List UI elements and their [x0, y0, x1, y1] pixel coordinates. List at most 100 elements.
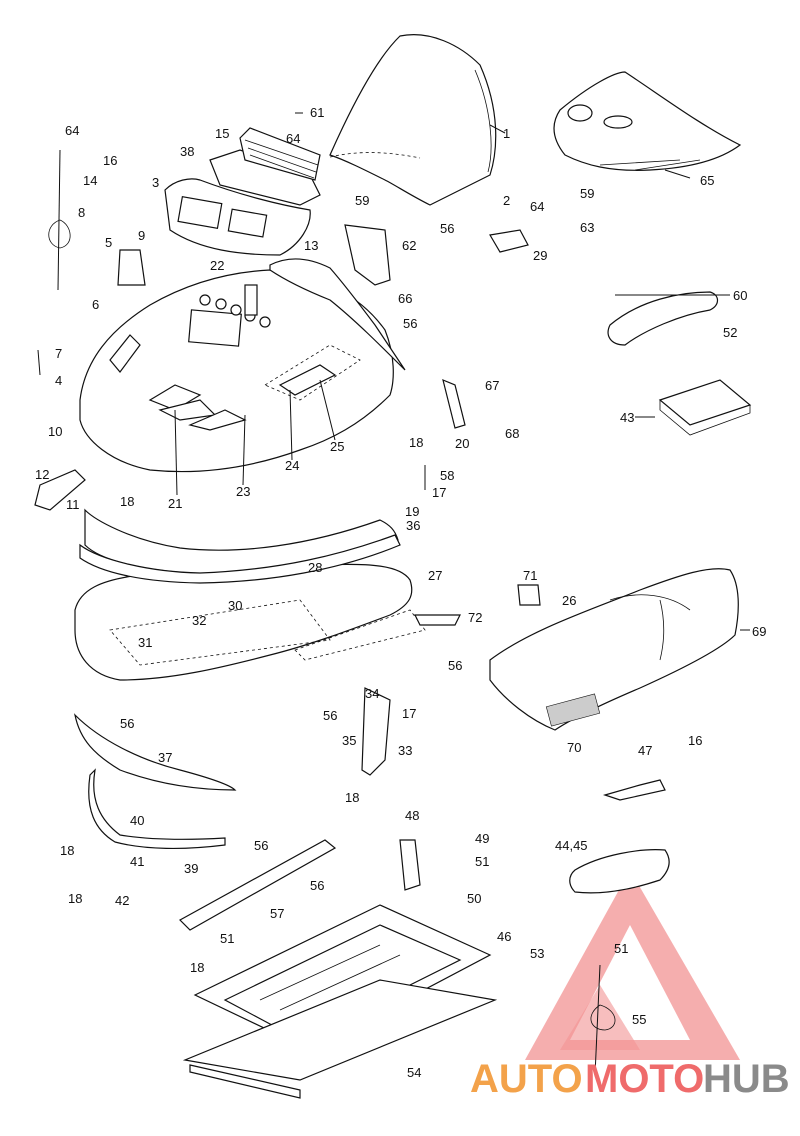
- part-label-71: 71: [523, 568, 537, 583]
- part-label-64b: 64: [530, 199, 544, 214]
- part-label-63: 63: [580, 220, 594, 235]
- part-label-7: 7: [55, 346, 62, 361]
- part-label-20: 20: [455, 436, 469, 451]
- seat-part: [489, 568, 739, 731]
- part-label-60: 60: [733, 288, 747, 303]
- part-label-10: 10: [48, 424, 62, 439]
- part-label-31: 31: [138, 635, 152, 650]
- part-label-9: 9: [138, 228, 145, 243]
- watermark-word-hub: HUB: [703, 1057, 790, 1101]
- part-label-19: 19: [405, 504, 419, 519]
- belly-pan-part: [74, 508, 426, 681]
- part-label-11: 11: [66, 497, 80, 512]
- part-label-51: 51: [475, 854, 489, 869]
- part-label-59: 59: [355, 193, 369, 208]
- part-label-69: 69: [752, 624, 766, 639]
- part-label-49: 49: [475, 831, 489, 846]
- part-label-51b: 51: [220, 931, 234, 946]
- part-label-18d: 18: [60, 843, 74, 858]
- part-label-18b: 18: [120, 494, 134, 509]
- part-label-65: 65: [700, 173, 714, 188]
- part-label-40: 40: [130, 813, 144, 828]
- part-label-22: 22: [210, 258, 224, 273]
- part-label-5: 5: [105, 235, 112, 250]
- part-label-52: 52: [723, 325, 737, 340]
- part-label-64c: 64: [65, 123, 79, 138]
- part-label-4: 4: [55, 373, 62, 388]
- console-part: [164, 127, 321, 256]
- part-label-36: 36: [406, 518, 420, 533]
- part-label-1: 1: [503, 126, 510, 141]
- part-label-35: 35: [342, 733, 356, 748]
- part-label-3: 3: [152, 175, 159, 190]
- part-label-67: 67: [485, 378, 499, 393]
- watermark-text: AUTO MOTO HUB: [470, 1057, 790, 1101]
- part-label-18: 18: [409, 435, 423, 450]
- part-label-29: 29: [533, 248, 547, 263]
- part-label-70: 70: [567, 740, 581, 755]
- part-label-42: 42: [115, 893, 129, 908]
- part-label-33: 33: [398, 743, 412, 758]
- part-label-17b: 17: [402, 706, 416, 721]
- part-label-56b: 56: [403, 316, 417, 331]
- part-label-47: 47: [638, 743, 652, 758]
- part-label-28: 28: [308, 560, 322, 575]
- storage-tray-part: [182, 904, 498, 1099]
- part-label-12: 12: [35, 467, 49, 482]
- part-label-56: 56: [440, 221, 454, 236]
- leader-lines: [295, 112, 750, 631]
- part-label-56g: 56: [310, 878, 324, 893]
- watermark-word-moto: MOTO: [585, 1057, 704, 1101]
- part-label-23: 23: [236, 484, 250, 499]
- part-label-58: 58: [440, 468, 454, 483]
- part-label-24: 24: [285, 458, 299, 473]
- part-label-25: 25: [330, 439, 344, 454]
- part-label-27: 27: [428, 568, 442, 583]
- part-label-56e: 56: [120, 716, 134, 731]
- part-label-46: 46: [497, 929, 511, 944]
- part-label-54: 54: [407, 1065, 421, 1080]
- part-label-64: 64: [286, 131, 300, 146]
- rear-tray-part: [553, 71, 742, 171]
- part-label-59b: 59: [580, 186, 594, 201]
- watermark-word-auto: AUTO: [470, 1057, 583, 1101]
- part-label-56f: 56: [254, 838, 268, 853]
- part-labels: 1 2 3 4 5 6 7 8 9 10 11 12 13 14 15 16 1…: [35, 105, 766, 1080]
- part-label-16: 16: [103, 153, 117, 168]
- part-label-38: 38: [180, 144, 194, 159]
- part-label-13: 13: [304, 238, 318, 253]
- part-label-68: 68: [505, 426, 519, 441]
- part-label-44-45: 44,45: [555, 838, 588, 853]
- hood-part: [79, 258, 406, 496]
- part-label-17: 17: [432, 485, 446, 500]
- small-parts: [34, 149, 752, 1076]
- part-label-26: 26: [562, 593, 576, 608]
- part-label-56c: 56: [448, 658, 462, 673]
- part-label-56d: 56: [323, 708, 337, 723]
- part-label-55: 55: [632, 1012, 646, 1027]
- watermark-logo: [525, 870, 740, 1060]
- part-label-18f: 18: [190, 960, 204, 975]
- part-label-43: 43: [620, 410, 634, 425]
- part-label-66: 66: [398, 291, 412, 306]
- part-label-62: 62: [402, 238, 416, 253]
- part-label-18e: 18: [68, 891, 82, 906]
- part-label-16b: 16: [688, 733, 702, 748]
- part-label-37: 37: [158, 750, 172, 765]
- part-label-41: 41: [130, 854, 144, 869]
- part-label-14: 14: [83, 173, 97, 188]
- part-label-15: 15: [215, 126, 229, 141]
- part-label-57: 57: [270, 906, 284, 921]
- part-label-72: 72: [468, 610, 482, 625]
- part-label-21: 21: [168, 496, 182, 511]
- part-label-8: 8: [78, 205, 85, 220]
- part-label-50: 50: [467, 891, 481, 906]
- part-label-39: 39: [184, 861, 198, 876]
- part-label-2: 2: [503, 193, 510, 208]
- part-label-30: 30: [228, 598, 242, 613]
- part-label-34: 34: [365, 686, 379, 701]
- part-label-32: 32: [192, 613, 206, 628]
- part-label-6: 6: [92, 297, 99, 312]
- part-label-53: 53: [530, 946, 544, 961]
